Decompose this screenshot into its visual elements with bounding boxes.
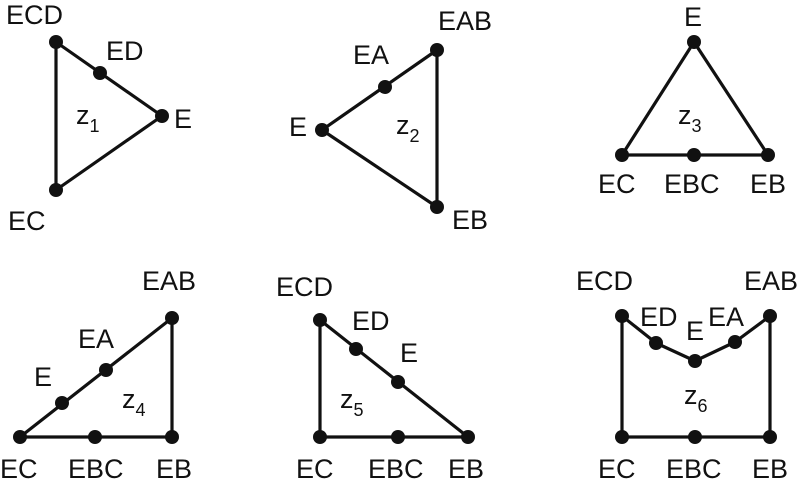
z1-label-e: E bbox=[174, 104, 192, 134]
z4-vertex-ea bbox=[99, 363, 113, 377]
z4-label-e: E bbox=[34, 362, 52, 392]
z4-label-ea: EA bbox=[78, 324, 114, 354]
z5-vertex-ed bbox=[349, 342, 363, 356]
z3-vertex-eb bbox=[761, 148, 775, 162]
z5-label-e: E bbox=[400, 338, 418, 368]
z5-vertex-ebc bbox=[391, 430, 405, 444]
z1-vertex-ec bbox=[49, 183, 63, 197]
z3-outline bbox=[620, 40, 770, 157]
z6-vertex-ecd bbox=[615, 309, 629, 323]
z1-label-ecd: ECD bbox=[6, 0, 63, 30]
z6-label-ea: EA bbox=[708, 302, 744, 332]
diagram-z6: ECD ED E EA EAB EC EBC EB z6 bbox=[576, 266, 798, 484]
z5-vertex-e bbox=[391, 375, 405, 389]
z6-label-eab: EAB bbox=[744, 266, 798, 296]
z3-label-ec: EC bbox=[598, 169, 636, 199]
z4-label-eab: EAB bbox=[142, 266, 196, 296]
z4-label-ec: EC bbox=[0, 454, 38, 484]
z2-region-label: z2 bbox=[396, 110, 420, 146]
z6-label-ec: EC bbox=[598, 454, 636, 484]
z5-region-label: z5 bbox=[340, 384, 364, 420]
z3-vertex-e bbox=[687, 35, 701, 49]
z1-outline bbox=[54, 40, 164, 192]
z1-vertex-ecd bbox=[49, 35, 63, 49]
z2-label-eb: EB bbox=[452, 205, 488, 235]
z3-vertex-ebc bbox=[687, 148, 701, 162]
z4-vertex-ebc bbox=[88, 430, 102, 444]
z2-label-e: E bbox=[289, 112, 307, 142]
z3-label-eb: EB bbox=[750, 169, 786, 199]
z1-vertex-ed bbox=[93, 66, 107, 80]
z6-vertex-eb bbox=[763, 430, 777, 444]
z4-vertex-e bbox=[55, 396, 69, 410]
z3-label-e: E bbox=[684, 2, 702, 32]
z4-vertex-eb bbox=[165, 430, 179, 444]
z5-label-eb: EB bbox=[448, 454, 484, 484]
z5-label-ebc: EBC bbox=[368, 454, 424, 484]
z6-region-label: z6 bbox=[684, 380, 708, 416]
z5-label-ec: EC bbox=[296, 454, 334, 484]
z1-label-ed: ED bbox=[106, 36, 144, 66]
z6-label-eb: EB bbox=[752, 454, 788, 484]
z6-outline bbox=[620, 314, 772, 439]
z3-vertex-ec bbox=[615, 148, 629, 162]
z1-vertex-e bbox=[155, 109, 169, 123]
z5-vertex-ecd bbox=[313, 313, 327, 327]
z4-vertex-ec bbox=[13, 430, 27, 444]
z6-vertex-ec bbox=[615, 430, 629, 444]
z6-label-ecd: ECD bbox=[576, 266, 633, 296]
diagram-z1: ECD ED E EC z1 bbox=[6, 0, 192, 236]
z6-vertex-ebc bbox=[688, 430, 702, 444]
z2-vertex-eab bbox=[430, 43, 444, 57]
z6-vertex-eab bbox=[763, 309, 777, 323]
z3-label-ebc: EBC bbox=[664, 169, 720, 199]
z2-label-ea: EA bbox=[353, 40, 389, 70]
z4-region-label: z4 bbox=[122, 384, 146, 420]
z2-vertex-ea bbox=[378, 80, 392, 94]
z6-vertex-ea bbox=[728, 335, 742, 349]
z3-region-label: z3 bbox=[678, 100, 702, 136]
z6-vertex-e bbox=[688, 354, 702, 368]
z2-outline bbox=[320, 48, 439, 209]
z5-vertex-eb bbox=[461, 430, 475, 444]
z2-label-eab: EAB bbox=[438, 6, 492, 36]
z4-vertex-eab bbox=[165, 311, 179, 325]
z5-label-ed: ED bbox=[352, 306, 390, 336]
diagram-z2: EAB EA E EB z2 bbox=[289, 6, 492, 235]
diagram-z3: E EC EBC EB z3 bbox=[598, 2, 786, 199]
z5-vertex-ec bbox=[313, 430, 327, 444]
diagram-z5: ECD ED E EC EBC EB z5 bbox=[276, 272, 484, 484]
z2-vertex-eb bbox=[430, 200, 444, 214]
z6-label-e: E bbox=[686, 316, 704, 346]
z6-label-ebc: EBC bbox=[666, 454, 722, 484]
z1-label-ec: EC bbox=[8, 206, 46, 236]
z2-vertex-e bbox=[315, 123, 329, 137]
diagram-z4: EAB EA E EC EBC EB z4 bbox=[0, 266, 196, 484]
z4-label-ebc: EBC bbox=[68, 454, 124, 484]
z5-label-ecd: ECD bbox=[276, 272, 333, 302]
z1-region-label: z1 bbox=[76, 100, 100, 136]
z4-label-eb: EB bbox=[156, 454, 192, 484]
z6-vertex-ed bbox=[649, 336, 663, 350]
z6-label-ed: ED bbox=[640, 302, 678, 332]
